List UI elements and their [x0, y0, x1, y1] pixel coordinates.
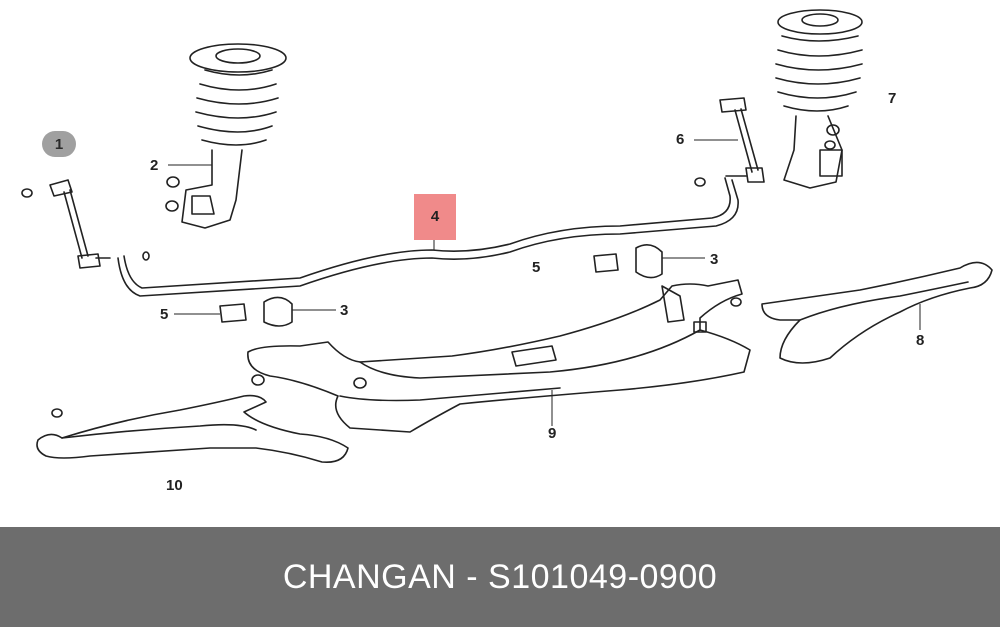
left-strut-assembly: [181, 43, 287, 229]
callout-8: 8: [916, 332, 925, 349]
right-stabilizer-link: [694, 97, 765, 187]
callout-3-right: 3: [710, 251, 719, 268]
callout-badge-1: 1: [42, 131, 76, 157]
callout-7: 7: [888, 90, 897, 107]
callout-5-left: 5: [160, 306, 169, 323]
left-control-arm: [36, 394, 349, 464]
part-number-caption: CHANGAN - S101049-0900: [282, 557, 718, 596]
parts-diagram: 1 2 3 3 4 5 5 6 7 8 9 10: [21, 9, 993, 494]
right-strut-assembly: [775, 9, 863, 189]
callout-10: 10: [166, 477, 183, 494]
callout-2: 2: [150, 157, 159, 174]
stabilizer-bar: [117, 177, 739, 297]
callout-3-left: 3: [340, 302, 349, 319]
callout-6: 6: [676, 131, 685, 148]
callout-5-right: 5: [532, 259, 541, 276]
right-control-arm: [761, 261, 993, 364]
highlight-box-4: 4: [414, 194, 456, 240]
callout-1-label: 1: [54, 135, 64, 153]
suspension-illustration: [21, 9, 993, 464]
caption-bar: CHANGAN - S101049-0900: [0, 527, 1000, 627]
subframe: [247, 279, 751, 433]
leader-lines: [168, 139, 921, 426]
left-stabilizer-link: [21, 179, 111, 269]
callout-4-label: 4: [430, 208, 440, 225]
callout-9: 9: [548, 425, 557, 442]
